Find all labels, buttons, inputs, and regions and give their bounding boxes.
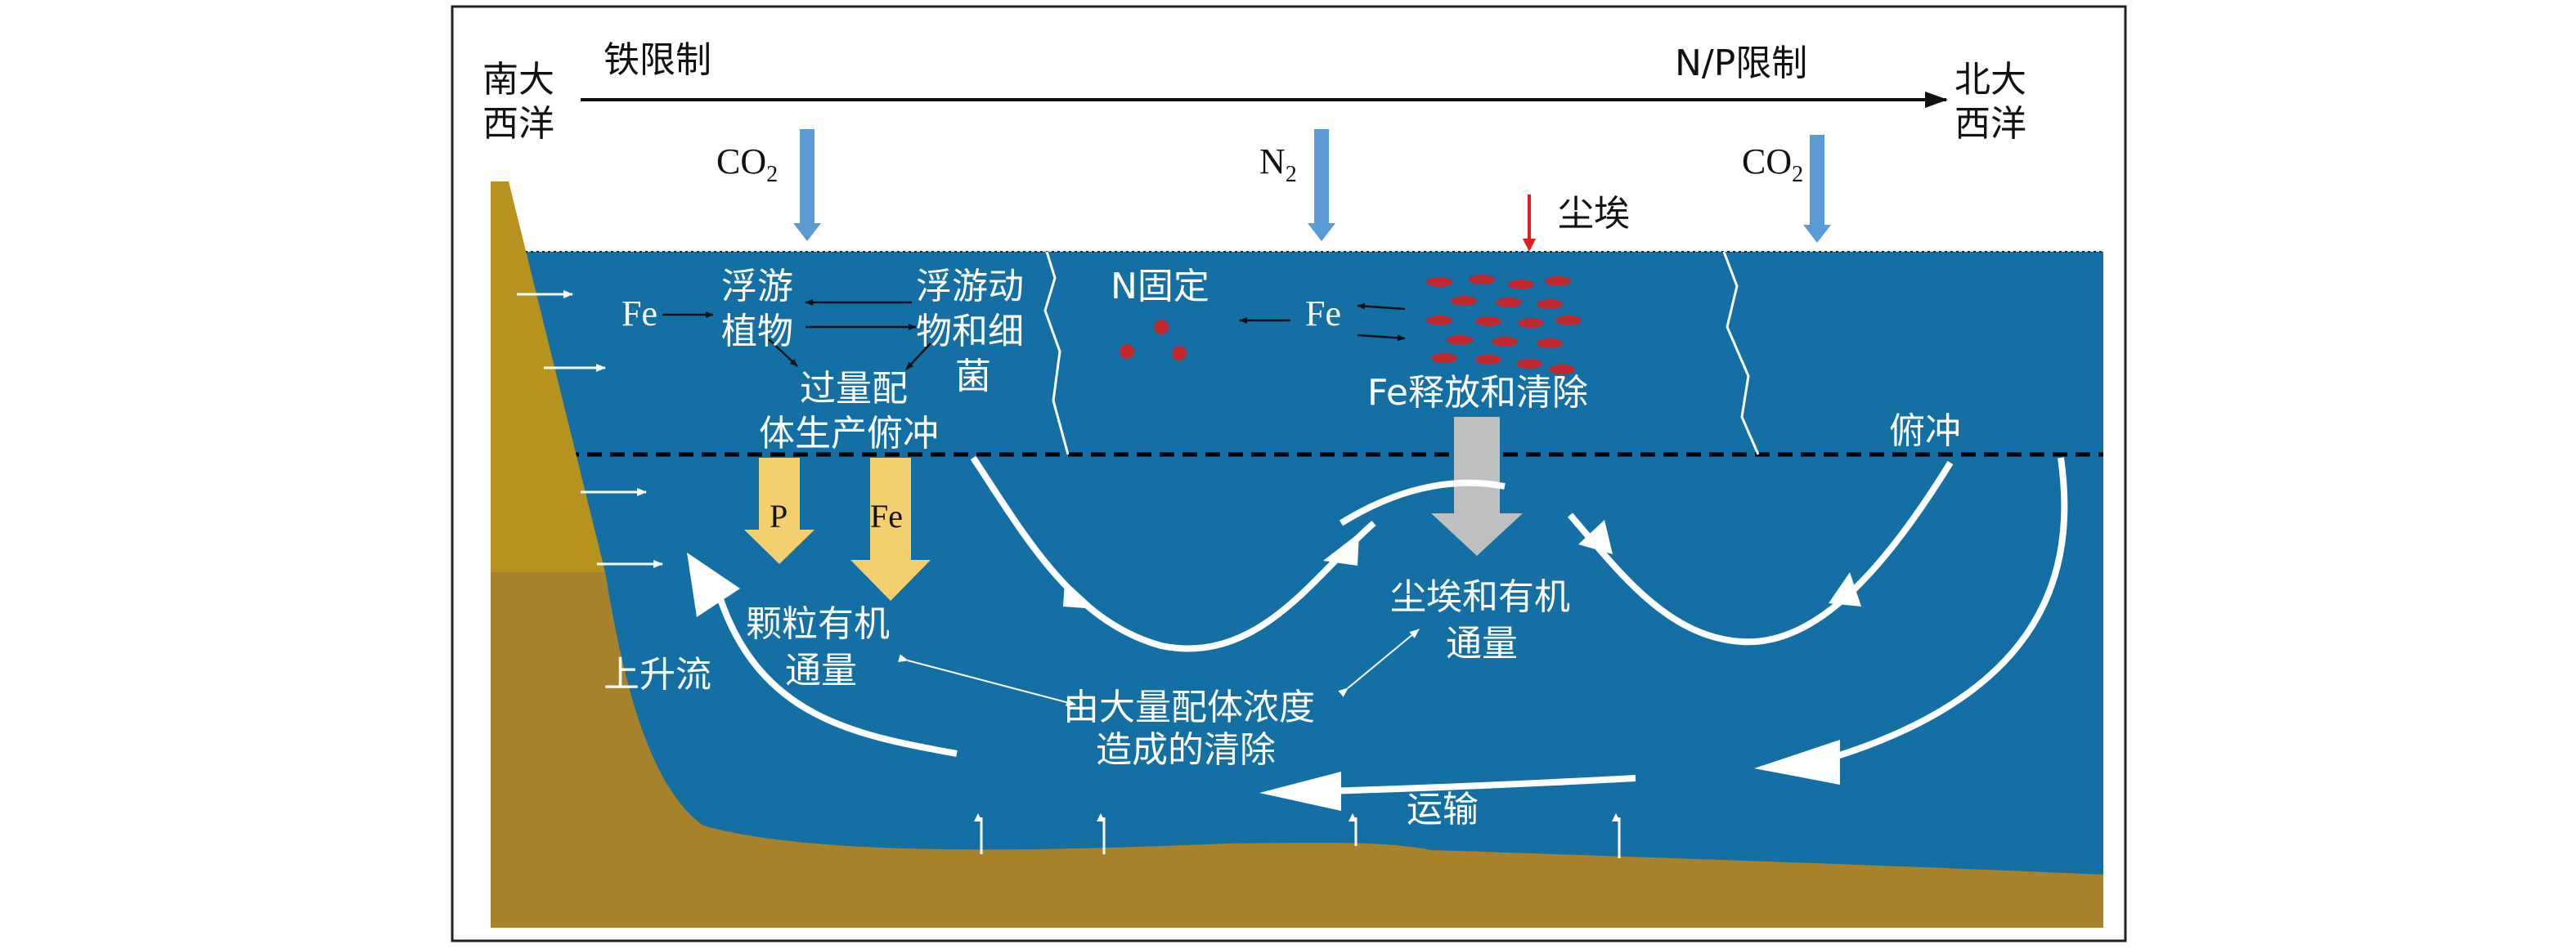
circulation-wave-right-head [1578, 520, 1613, 554]
co2-right-arrow [1803, 135, 1831, 243]
seafloor-sediment [491, 572, 2103, 928]
transport-label: 运输 [1407, 789, 1479, 830]
dust-arrowhead [1523, 239, 1536, 252]
upwelling-curve [716, 595, 958, 757]
subduction-right-label: 俯冲 [1889, 410, 1961, 452]
fe-release-label: Fe释放和清除 [1367, 372, 1588, 414]
n-fixation-label: N固定 [1111, 266, 1209, 307]
upwelling-head [687, 553, 740, 617]
zooplankton-label-2: 物和细 [916, 311, 1024, 352]
south-atlantic-label-2: 西洋 [482, 103, 554, 145]
transport-arrow-line [1324, 775, 1636, 795]
arrow-phyto-to-excess [768, 338, 798, 367]
deep-sinking-curve [1822, 457, 2068, 763]
circulation-wave-right [1567, 460, 1954, 646]
zooplankton-label-3: 菌 [955, 356, 991, 397]
dust-organic-flux-arrow [1431, 417, 1523, 556]
deep-sinking-head [1754, 740, 1840, 785]
nitrogen-fixer-cells [1120, 320, 1187, 360]
co2-left-arrow [793, 129, 821, 241]
circulation-wave-left-head [1063, 580, 1096, 609]
n2-arrow [1308, 129, 1335, 241]
circulation-arch [1339, 479, 1506, 526]
scavenging-arrow-left [898, 654, 1076, 707]
p-flux-label: P [770, 498, 788, 535]
phytoplankton-label-2: 植物 [721, 311, 793, 352]
dust-organic-flux-label-2: 通量 [1446, 623, 1518, 665]
co2-left-label: CO2 [716, 141, 778, 187]
ligand-scavenging-label-2: 造成的清除 [1096, 729, 1276, 771]
front-line-left [1043, 251, 1070, 455]
scavenging-arrow-right [1338, 629, 1420, 697]
n2-label: N2 [1259, 141, 1297, 187]
upwelling-label: 上升流 [604, 654, 711, 696]
poc-flux-label-1: 颗粒有机 [746, 603, 890, 645]
fe-mid-label: Fe [1305, 293, 1341, 333]
north-atlantic-label-2: 西洋 [1954, 103, 2026, 145]
circulation-wave-left [970, 455, 1376, 652]
excess-ligand-label-2: 体生产俯冲 [759, 413, 939, 454]
dust-organic-flux-label-1: 尘埃和有机 [1390, 576, 1570, 618]
transport-arrow-head [1259, 772, 1341, 811]
circulation-wave-right-head2 [1829, 572, 1861, 607]
p-flux-arrow [744, 458, 815, 564]
fe-flux-arrow [850, 458, 931, 601]
arrow-zoo-to-excess [905, 342, 931, 370]
poc-flux-label-2: 通量 [785, 650, 857, 692]
np-limitation-label: N/P限制 [1675, 43, 1807, 84]
north-atlantic-label-1: 北大 [1954, 59, 2026, 101]
zooplankton-label-1: 浮游动 [916, 266, 1024, 307]
south-atlantic-label-1: 南大 [482, 59, 554, 101]
continental-slope [491, 181, 605, 572]
arrow-dust-to-fe [1357, 302, 1406, 311]
ligand-scavenging-label-1: 由大量配体浓度 [1063, 687, 1315, 728]
dust-label: 尘埃 [1558, 193, 1630, 235]
fe-limitation-label: 铁限制 [604, 39, 711, 81]
circulation-wave-left-head2 [1323, 533, 1359, 566]
phytoplankton-label-1: 浮游 [721, 266, 793, 307]
excess-ligand-label-1: 过量配 [800, 368, 908, 410]
fe-left-label: Fe [622, 293, 657, 333]
arrow-fe-to-dust [1357, 333, 1406, 342]
co2-right-label: CO2 [1742, 141, 1803, 187]
dust-particles [1426, 275, 1582, 374]
front-line-right [1722, 251, 1760, 455]
fe-flux-label: Fe [870, 498, 903, 535]
